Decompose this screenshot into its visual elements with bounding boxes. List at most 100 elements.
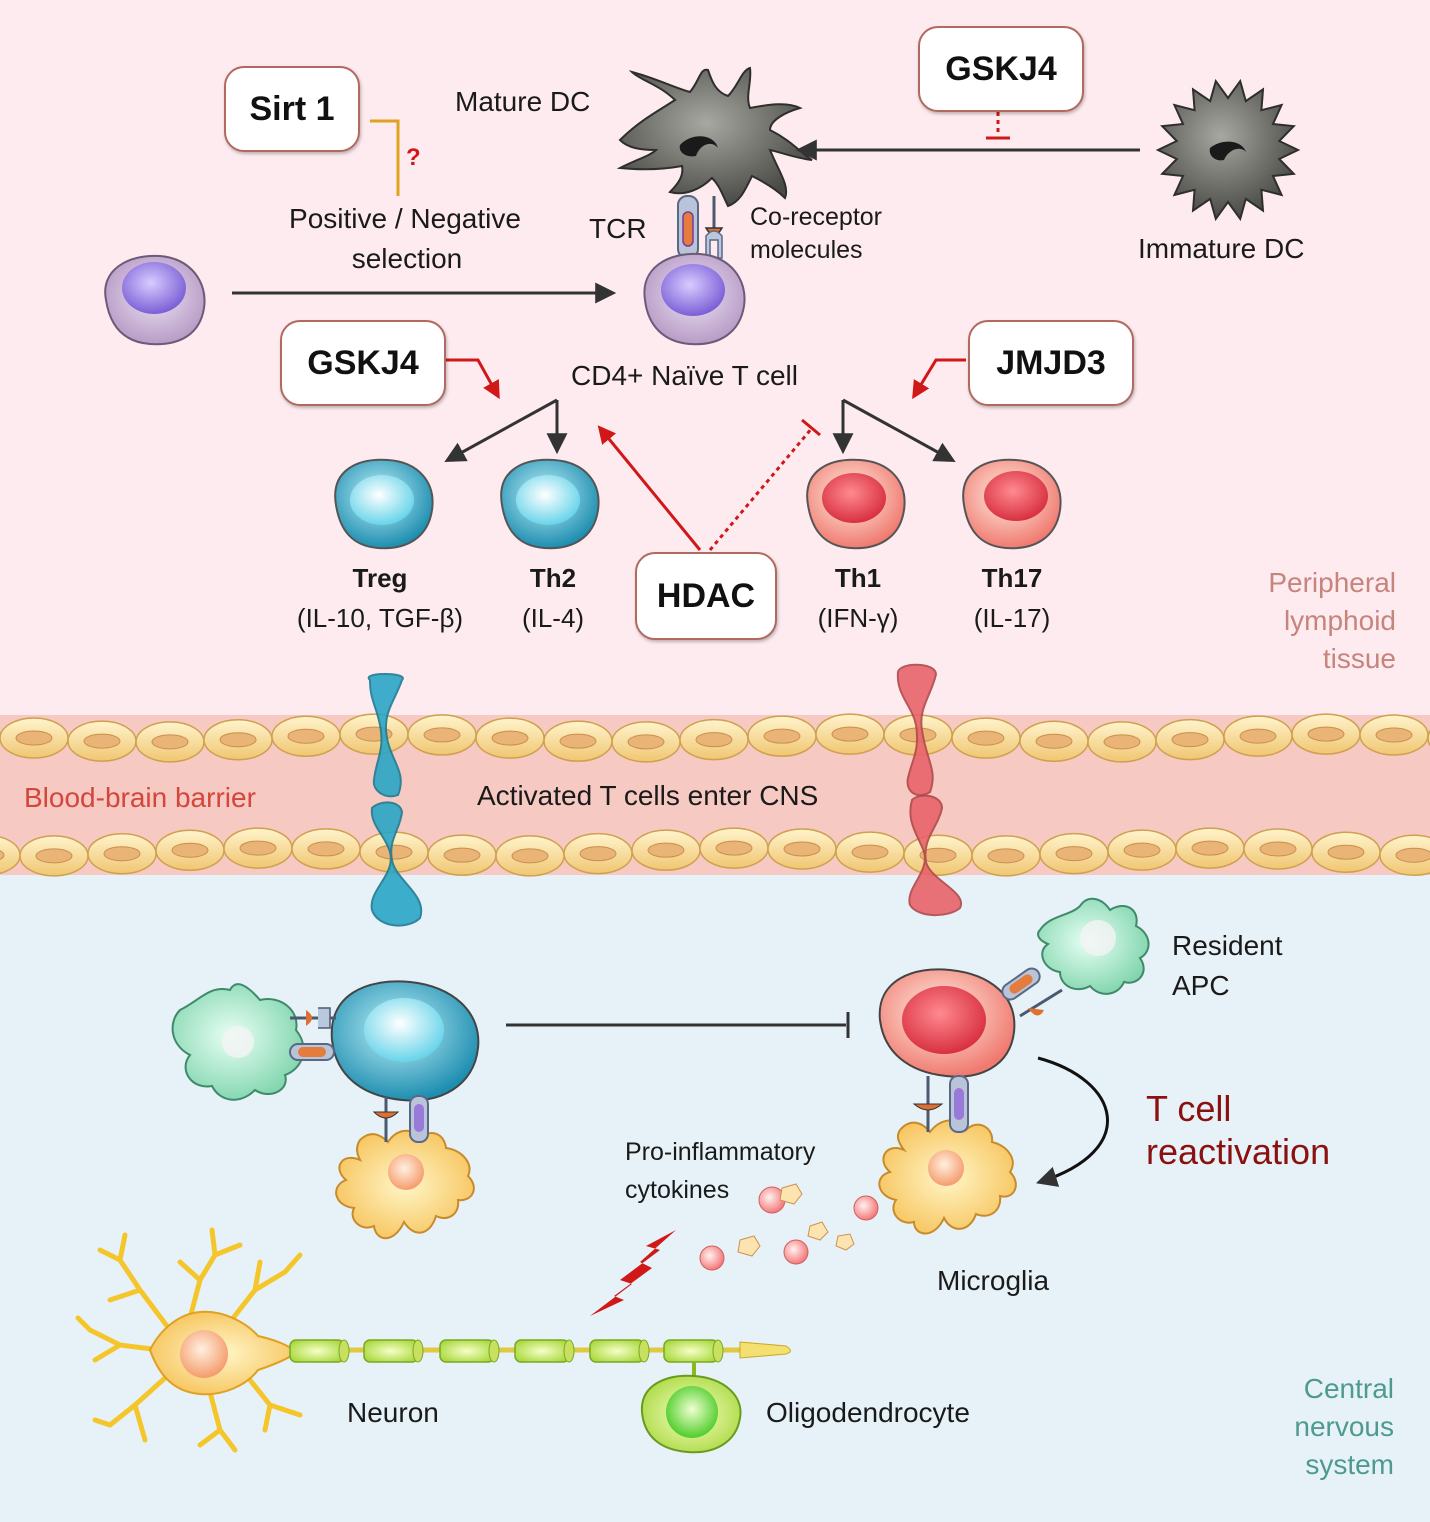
th2-label: Th2 (529, 563, 577, 593)
sirt1-connector (370, 119, 400, 196)
endothelial-nucleus (919, 847, 957, 863)
myelin-segment (514, 1339, 570, 1363)
neuron-dendrite (75, 1315, 163, 1363)
endothelial-nucleus (491, 730, 529, 746)
damage-lightning-icon (590, 1230, 676, 1316)
endothelial-nucleus (1259, 841, 1297, 857)
hdac-box: HDAC (635, 552, 777, 640)
left-microglia-receptors (372, 1095, 429, 1143)
th17-cell (962, 458, 1062, 550)
differentiation-arrows (444, 398, 956, 463)
th2-cytokine: (IL-4) (521, 603, 585, 633)
naive-t-cell-label: CD4+ Naïve T cell (571, 360, 798, 391)
th17-label: Th17 (981, 563, 1043, 593)
endothelial-nucleus (15, 730, 53, 746)
tcr-label: TCR (589, 213, 647, 244)
endothelial-nucleus (0, 850, 5, 861)
migrating-th1-cell (896, 663, 963, 917)
endothelial-nucleus (579, 846, 617, 862)
myelin-segment (663, 1339, 719, 1363)
endothelial-nucleus (83, 733, 121, 749)
neuron-cell (75, 1227, 303, 1453)
endothelial-nucleus (1191, 840, 1229, 856)
proinflammatory-label-1: Pro-inflammatory (625, 1138, 816, 1166)
mature-dc-label: Mature DC (455, 86, 591, 117)
microglia-label: Microglia (937, 1265, 1050, 1296)
region-cns-3: system (1305, 1449, 1394, 1480)
endothelial-nucleus (219, 732, 257, 748)
sirt1-box: Sirt 1 (224, 66, 360, 152)
neuron-dendrite (247, 1377, 303, 1433)
endothelial-nucleus (715, 840, 753, 856)
left-apc-receptors (289, 1007, 336, 1061)
endothelial-nucleus (627, 734, 665, 750)
gskj4-promote-arrow (446, 358, 500, 400)
neuron-dendrite (177, 1227, 243, 1321)
reactivation-arrow (1036, 1056, 1109, 1187)
left-microglia-cell (335, 1129, 475, 1240)
resident-apc-receptors (1001, 967, 1063, 1018)
oligodendrocyte-label: Oligodendrocyte (766, 1397, 970, 1428)
endothelial-nucleus (1123, 842, 1161, 858)
selection-label-2: selection (351, 243, 463, 274)
regulatory-t-cell-cns (330, 980, 480, 1102)
reactivation-label-2: reactivation (1146, 1131, 1331, 1172)
hdac-inhibit-bar (801, 418, 821, 437)
endothelial-nucleus (851, 844, 889, 860)
hdac-inhibit-line (708, 427, 814, 551)
endothelial-nucleus (1375, 727, 1413, 743)
endothelial-layer-top (0, 713, 1430, 763)
resident-apc-label-1: Resident (1172, 930, 1283, 961)
neuron-dendrite (197, 1389, 238, 1453)
endothelial-nucleus (307, 841, 345, 857)
gskj4-left-box: GSKJ4 (280, 320, 446, 406)
region-cns-1: Central (1303, 1373, 1394, 1404)
myelin-segment (589, 1339, 645, 1363)
coreceptor-label-1: Co-receptor (750, 203, 882, 231)
th17-cytokine: (IL-17) (973, 603, 1051, 633)
cytokine-particles (699, 1183, 879, 1271)
endothelial-nucleus (423, 727, 461, 743)
myelin-segment (363, 1339, 419, 1363)
coreceptor-molecules (704, 196, 724, 259)
endothelial-nucleus (987, 848, 1025, 864)
immature-dendritic-cell (1155, 78, 1301, 222)
endothelial-nucleus (831, 726, 869, 742)
endothelial-nucleus (103, 846, 141, 862)
resident-apc-label-2: APC (1172, 970, 1230, 1001)
neuron-dendrite (227, 1252, 303, 1325)
endothelial-nucleus (511, 848, 549, 864)
endothelial-nucleus (1307, 726, 1345, 742)
myelin-segment (289, 1339, 345, 1363)
effector-t-cell-cns (878, 968, 1016, 1078)
endothelial-nucleus (287, 728, 325, 744)
right-microglia-receptors (912, 1075, 969, 1133)
proinflammatory-label-2: cytokines (625, 1176, 730, 1204)
endothelial-nucleus (151, 734, 189, 750)
migrating-treg-cell (367, 673, 423, 927)
th1-cell (806, 458, 906, 550)
th1-cytokine: (IFN-γ) (817, 603, 899, 633)
endothelial-nucleus (1395, 847, 1430, 863)
endothelial-nucleus (783, 841, 821, 857)
coreceptor-label-2: molecules (750, 236, 863, 264)
activated-enter-label: Activated T cells enter CNS (477, 780, 819, 811)
endothelial-nucleus (443, 847, 481, 863)
endothelial-nucleus (1035, 733, 1073, 749)
cd4-naive-t-cell (643, 252, 746, 346)
endothelial-nucleus (375, 844, 413, 860)
gskj4-top-box: GSKJ4 (918, 26, 1084, 112)
neuron-dendrite (92, 1375, 168, 1443)
region-cns-2: nervous (1294, 1411, 1394, 1442)
neuron-dendrite (97, 1232, 173, 1333)
myelin-segment (439, 1339, 495, 1363)
jmjd3-promote-arrow (912, 358, 966, 400)
th1-label: Th1 (834, 563, 882, 593)
treg-cell (334, 458, 434, 550)
question-mark: ? (406, 144, 421, 171)
endothelial-nucleus (967, 730, 1005, 746)
neuron-label: Neuron (347, 1397, 439, 1428)
resident-apc-cell (1037, 897, 1150, 995)
endothelial-nucleus (1055, 846, 1093, 862)
